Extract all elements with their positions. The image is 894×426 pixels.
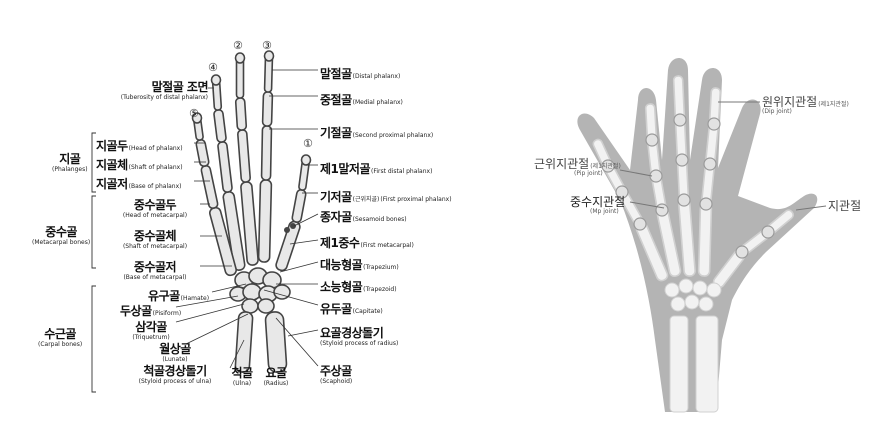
leader-line-right-11 — [288, 330, 318, 336]
label-shaft-of-phalanx: 지골체(Shaft of phalanx) — [96, 156, 183, 172]
label-scaphoid: 주상골 (Scaphoid) — [320, 362, 352, 385]
finger-3-segment-2 — [262, 126, 272, 180]
joint-carpal-2 — [679, 279, 693, 293]
label-thumb-joint: 지관절 — [828, 200, 861, 212]
ring-finger-joint-3 — [646, 134, 658, 146]
hand-joint-diagram: 원위지관절(제1지관절) (Dip joint) 근위지관절(제1지관절) (P… — [470, 0, 894, 426]
joint-carpal-1 — [665, 283, 679, 297]
joint-carpal-3 — [693, 281, 707, 295]
label-dip-joint: 원위지관절(제1지관절) (Dip joint) — [762, 96, 849, 115]
finger-number-2: ② — [233, 40, 243, 51]
label-pip-joint: 근위지관절(제1지관절) (Pip joint) — [534, 158, 621, 177]
label-capitate: 유두골(Capitate) — [320, 300, 383, 316]
finger-number-4: ④ — [208, 62, 218, 73]
finger-1-segment-2 — [292, 189, 307, 223]
finger-4-segment-3 — [214, 109, 227, 142]
finger-number-5: ⑤ — [189, 108, 199, 119]
label-trapezium: 대능형골(Trapezium) — [320, 256, 399, 272]
little-finger-joint-1 — [634, 218, 646, 230]
label-medial-phalanx: 중절골(Medial phalanx) — [320, 91, 403, 107]
finger-2-segment-3 — [236, 98, 247, 131]
label-shaft-of-metacarpal: 중수골체 (Shaft of metacarpal) — [110, 227, 200, 250]
label-lunate: 월상골 (Lunate) — [140, 340, 210, 363]
ring-finger-joint-1 — [656, 204, 668, 216]
label-base-of-metacarpal: 중수골저 (Base of metacarpal) — [110, 258, 200, 281]
label-trapezoid: 소능형골(Trapezoid) — [320, 278, 397, 294]
label-second-proximal-phalanx: 기절골(Second proximal phalanx) — [320, 124, 433, 140]
middle-finger-joint-3 — [674, 114, 686, 126]
finger-number-3: ③ — [262, 40, 272, 51]
label-base-of-phalanx: 지골저(Base of phalanx) — [96, 175, 182, 191]
hand-joint-drawing — [470, 0, 894, 426]
middle-finger-joint-2 — [676, 154, 688, 166]
joint-carpal-7 — [699, 297, 713, 311]
thumb-joint-2 — [762, 226, 774, 238]
label-head-of-phalanx: 지골두(Head of phalanx) — [96, 137, 183, 153]
finger-3-tip — [265, 51, 274, 61]
finger-2-segment-2 — [238, 130, 251, 183]
finger-5-segment-2 — [201, 165, 219, 209]
joint-carpal-6 — [685, 295, 699, 309]
radius-shape — [696, 316, 718, 412]
finger-3-segment-1 — [259, 180, 272, 262]
index-finger-joint-3 — [708, 118, 720, 130]
label-ulna: 척골 (Ulna) — [226, 364, 258, 387]
carpal-group-label: 수근골 (Carpal bones) — [38, 325, 82, 348]
carpal-bone-9 — [258, 299, 274, 313]
finger-3-segment-3 — [263, 92, 273, 126]
label-mp-joint: 중수지관절 (Mp joint) — [570, 196, 625, 215]
label-radial-styloid: 요골경상돌기 (Styloid process of radius) — [320, 324, 398, 347]
phalanges-group-label: 지골 (Phalanges) — [52, 150, 88, 173]
label-hamate: 유구골(Hamate) — [148, 287, 209, 303]
label-radius: 요골 (Radius) — [258, 364, 294, 387]
label-first-proximal-phalanx: 기저골(근위지골)(First proximal phalanx) — [320, 188, 452, 204]
finger-4-segment-2 — [218, 141, 233, 192]
label-pisiform: 두상골(Pisiform) — [120, 302, 181, 318]
label-first-metacarpal: 제1중수(First metacarpal) — [320, 234, 414, 250]
metacarpal-group-label: 중수골 (Metacarpal bones) — [32, 223, 90, 246]
label-first-distal-phalanx: 제1말저골(First distal phalanx) — [320, 160, 432, 176]
finger-number-1: ① — [303, 138, 313, 149]
label-sesamoid-bones: 종자골(Sesamoid bones) — [320, 208, 407, 224]
joint-carpal-5 — [671, 297, 685, 311]
sesamoid-dot-2 — [290, 223, 296, 229]
finger-4-tip — [212, 75, 221, 85]
sesamoid-dot-1 — [284, 227, 290, 233]
leader-line-left-10 — [176, 304, 244, 322]
thumb-joint-1 — [736, 246, 748, 258]
label-distal-phalanx: 말절골(Distal phalanx) — [320, 65, 400, 81]
carpal-bone-8 — [242, 299, 258, 313]
middle-finger-joint-1 — [678, 194, 690, 206]
group-bracket-2 — [92, 196, 96, 268]
label-triquetrum: 삼각골 (Triquetrum) — [116, 318, 186, 341]
label-distal-tuberosity: 말절골 조면 (Tuberosity of distal phalanx) — [88, 78, 208, 101]
index-finger-joint-1 — [700, 198, 712, 210]
index-finger-bone-1 — [699, 204, 712, 276]
group-bracket-3 — [92, 286, 96, 392]
skeletal-hand-diagram: ② ③ ④ ⑤ ① 지골 (Phalanges) 중수골 (Metacarpal… — [0, 0, 470, 426]
label-head-of-metacarpal: 중수골두 (Head of metacarpal) — [110, 196, 200, 219]
carpal-bone-5 — [243, 284, 261, 300]
finger-2-tip — [236, 53, 245, 63]
finger-1-tip — [302, 155, 311, 165]
finger-2-segment-4 — [237, 58, 244, 98]
label-ulnar-styloid: 척골경상돌기 (Styloid process of ulna) — [120, 362, 230, 385]
joint-carpal-4 — [707, 283, 721, 297]
ulna-shape — [670, 316, 688, 412]
index-finger-joint-2 — [704, 158, 716, 170]
